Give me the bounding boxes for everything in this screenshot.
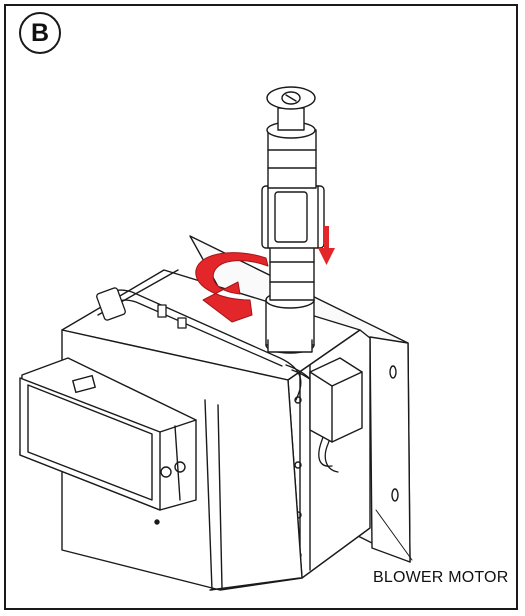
step-badge: B — [19, 12, 61, 54]
control-box — [19, 357, 197, 511]
blower-motor-callout: BLOWER MOTOR — [373, 569, 508, 587]
callout-leader — [375, 509, 413, 561]
step-label: B — [30, 18, 50, 47]
junction-box — [309, 357, 363, 443]
conduit-cable — [96, 287, 339, 473]
callout-label: BLOWER MOTOR — [373, 569, 509, 586]
down-arrow-icon — [318, 226, 335, 265]
filter-cartridge — [261, 86, 325, 354]
rotation-arrow-icon — [195, 252, 269, 323]
